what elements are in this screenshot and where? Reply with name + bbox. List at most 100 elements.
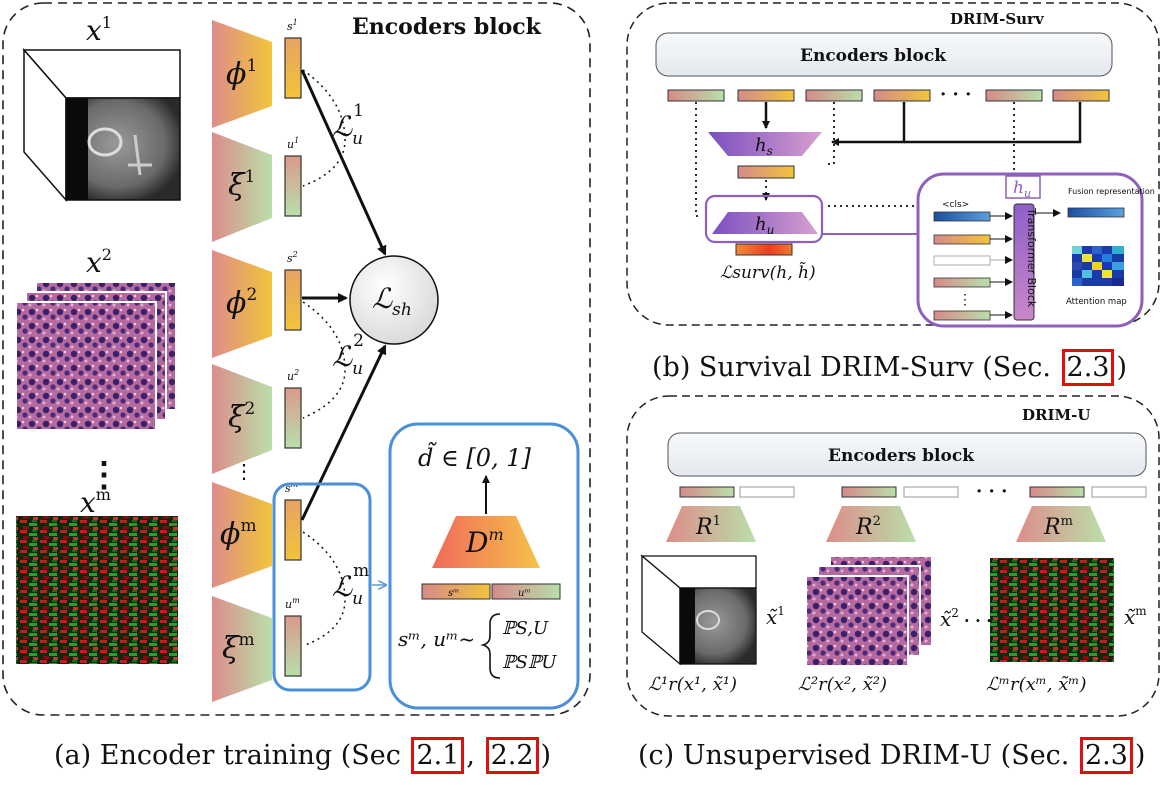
hs-output-vector <box>737 165 795 179</box>
svg-text:hu: hu <box>755 214 774 237</box>
u-encoders-block <box>667 432 1147 477</box>
zoom-hu-sub: u <box>1024 187 1031 200</box>
caption-b-prefix: (b) Survival DRIM-Surv (Sec. <box>652 352 1060 383</box>
caption-a-prefix: (a) Encoder training (Sec <box>54 740 410 771</box>
recon-x1-sup: 1 <box>777 604 785 618</box>
svg-text:x̃m: x̃m <box>1124 604 1147 629</box>
encoder-xi-2: ξ2 <box>212 364 272 474</box>
panel-a: Encoders block x1 x2 ⋮ xm ϕ1 ξ1 <box>2 2 591 716</box>
u-encoders-block-label: Encoders block <box>828 446 975 466</box>
arrow-s1-lsh <box>300 69 387 256</box>
discriminator-u-label: uᵐ <box>518 588 531 599</box>
recon-x2: x̃ <box>940 607 952 631</box>
surv-loss: ℒsurv(h, h̃) <box>720 262 816 283</box>
hu-zoom: hu <cls> ⋮ Transformer Block Fusion repr… <box>916 172 1155 328</box>
caption-a-sep: , <box>466 740 484 771</box>
svg-text:ξ2: ξ2 <box>228 399 255 435</box>
svg-text:R2: R2 <box>855 514 881 540</box>
fusion-representation-label: Fusion representation <box>1068 187 1155 196</box>
caption-a-ref-1[interactable]: 2.1 <box>411 737 465 774</box>
recon-xm: x̃ <box>1124 605 1136 629</box>
vector-s1: s1 <box>284 18 302 99</box>
svg-text:ℒum: ℒum <box>332 561 369 609</box>
ortho-arc-1 <box>302 69 346 187</box>
recon-loss-1: ℒ¹r(x¹, x̃¹) <box>648 674 737 695</box>
encoder-phi-1: ϕ1 <box>212 20 272 128</box>
lu1-symbol: ℒ <box>332 110 353 143</box>
svg-text:um: um <box>285 596 300 611</box>
drim-u-frame <box>626 395 1160 717</box>
transformer-block-label: Transformer Block <box>1025 207 1038 308</box>
lum-sup: m <box>353 561 369 581</box>
svg-text:xm: xm <box>80 485 111 519</box>
svg-text:hs: hs <box>755 135 773 158</box>
decoder-r2: R2 <box>826 506 916 542</box>
encoder-xi-1: ξ1 <box>212 132 272 242</box>
svg-text:s2: s2 <box>287 250 298 265</box>
svg-text:x̃1: x̃1 <box>766 604 785 629</box>
recon-genomics-heatmap <box>990 558 1114 662</box>
encoders-block-frame <box>2 2 591 716</box>
input-xm-label: x <box>80 486 96 519</box>
surv-encoders-block-label: Encoders block <box>800 46 947 66</box>
caption-a: (a) Encoder training (Sec 2.1, 2.2) <box>54 737 552 774</box>
lum-symbol: ℒ <box>332 570 353 603</box>
hu-block: hu <box>704 194 824 244</box>
caption-c-ref[interactable]: 2.3 <box>1079 737 1133 774</box>
arrow-sm-lsh <box>300 344 387 521</box>
surv-encoders-block <box>655 32 1113 77</box>
surv-connections <box>695 102 1082 217</box>
input-xm-sup: m <box>96 485 111 504</box>
discriminator-net-sup: m <box>488 525 503 544</box>
caption-b-suffix: ) <box>1116 352 1128 383</box>
figure-canvas: Encoders block x1 x2 ⋮ xm ϕ1 ξ1 <box>2 2 1160 717</box>
vector-s2: s2 <box>284 250 302 331</box>
recon-histopathology-stack <box>805 555 933 667</box>
svg-text:ϕ2: ϕ2 <box>226 285 257 321</box>
genomics-heatmap <box>16 516 178 664</box>
caption-b-ref[interactable]: 2.3 <box>1061 349 1115 386</box>
svg-text:ℒsh: ℒsh <box>372 282 412 320</box>
input-x1-label: x <box>86 14 102 47</box>
discriminator-s-label: sᵐ <box>448 588 459 599</box>
caption-a-ref-2[interactable]: 2.2 <box>485 737 539 774</box>
attention-map-label: Attention map <box>1066 297 1127 307</box>
recon-x2-sup: 2 <box>951 606 959 620</box>
distribution-joint: ℙS,U <box>502 618 549 639</box>
u-embeddings-dots: · · · <box>976 481 1007 502</box>
panel-b: DRIM-Surv Encoders block · · · hs <box>626 2 1160 328</box>
svg-text:hu: hu <box>1013 178 1031 200</box>
sm-um-selection <box>272 482 372 692</box>
attention-map <box>1072 246 1124 286</box>
svg-text:ξ1: ξ1 <box>228 167 255 203</box>
decoder-rm: Rm <box>1016 506 1106 542</box>
vector-um: um <box>284 596 302 677</box>
svg-text:x1: x1 <box>86 13 112 47</box>
vector-u2: u2 <box>284 368 302 449</box>
lsh-node: ℒsh <box>349 255 439 345</box>
encoder-phi-2: ϕ2 <box>212 250 272 358</box>
distribution-product: ℙSℙU <box>502 652 557 673</box>
encoder-dots: ⋮ <box>234 459 254 483</box>
zoom-cls-token: <cls> <box>942 200 969 210</box>
svg-text:s1: s1 <box>287 18 298 33</box>
svg-text:Rm: Rm <box>1043 514 1073 540</box>
zoom-dots: ⋮ <box>958 292 972 308</box>
encoder-xi-m: ξm <box>212 596 272 702</box>
input-x2-label: x <box>86 246 102 279</box>
discriminator-net: D <box>465 526 488 559</box>
drim-surv-frame <box>626 2 1160 326</box>
caption-b: (b) Survival DRIM-Surv (Sec. 2.3) <box>652 349 1128 386</box>
input-x1-sup: 1 <box>102 13 112 32</box>
panel-c: DRIM-U Encoders block · · · R1 R2 Rm <box>626 395 1160 717</box>
encoder-phi-m: ϕm <box>212 482 272 588</box>
svg-text:Dm: Dm <box>465 525 504 559</box>
svg-text:ℒu2: ℒu2 <box>332 331 364 379</box>
svg-text:u2: u2 <box>287 368 299 383</box>
lu1-sub: u <box>352 129 363 149</box>
lum-sub: u <box>352 589 363 609</box>
svg-text:x̃2: x̃2 <box>940 606 959 631</box>
lu2-sub: u <box>352 359 363 379</box>
svg-text:ℒu1: ℒu1 <box>332 101 364 149</box>
caption-a-suffix: ) <box>540 740 552 771</box>
